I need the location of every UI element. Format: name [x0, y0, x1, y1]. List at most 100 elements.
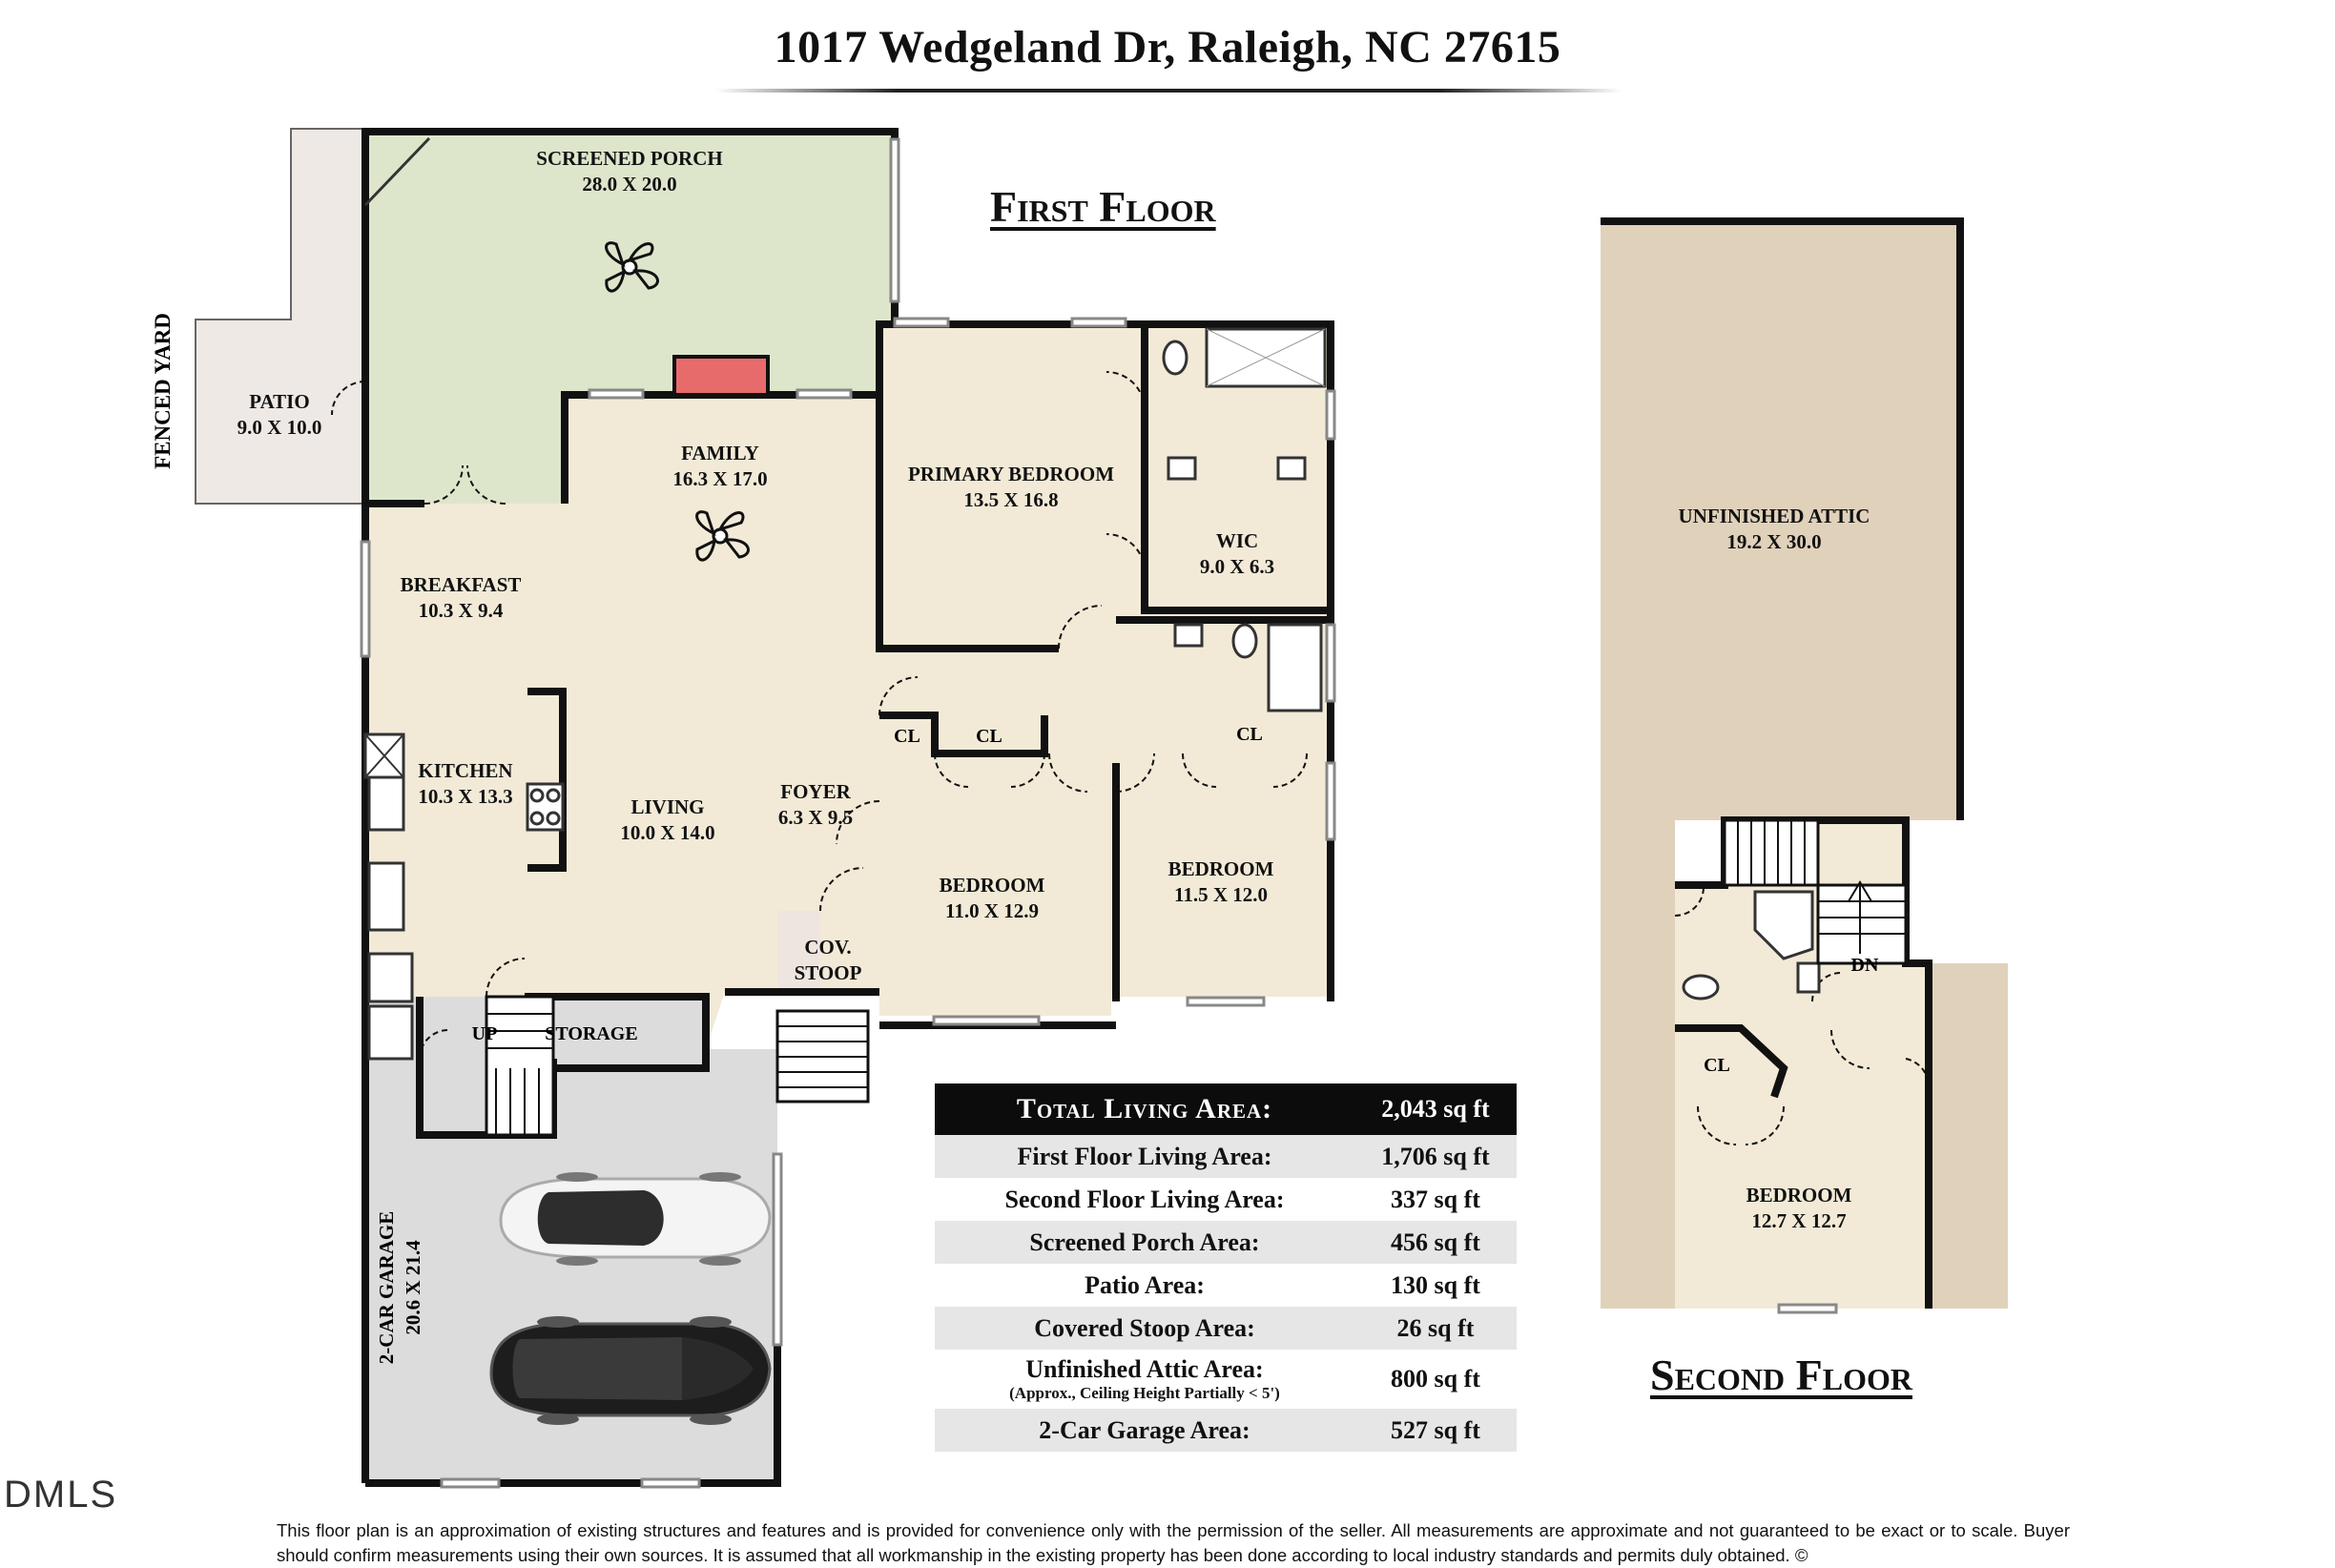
- window: [588, 388, 645, 400]
- screened-porch-fill: [365, 132, 895, 504]
- toilet-icon: [1231, 623, 1258, 659]
- car-icon: [499, 1172, 772, 1266]
- dryer-icon: [367, 1004, 414, 1061]
- area-label: Covered Stoop Area:: [935, 1307, 1354, 1350]
- area-row: First Floor Living Area: 1,706 sq ft: [935, 1135, 1517, 1178]
- room-dims: 13.5 X 16.8: [963, 488, 1058, 511]
- room-dims: 19.2 X 30.0: [1726, 530, 1821, 553]
- area-value: 337 sq ft: [1391, 1185, 1480, 1213]
- closet-label: CL: [1236, 724, 1263, 745]
- room-dims: 28.0 X 20.0: [582, 173, 676, 196]
- fireplace: [672, 355, 770, 397]
- fenced-yard-label: FENCED YARD: [151, 313, 175, 469]
- sink-icon: [1173, 623, 1204, 648]
- primary-bath-walls: [1141, 324, 1331, 614]
- window: [1186, 996, 1266, 1007]
- room-name: WIC: [1216, 529, 1258, 552]
- door-arc: [466, 464, 506, 505]
- door-arc: [1830, 1029, 1870, 1069]
- window: [889, 137, 900, 303]
- room-dims: STOOP: [795, 961, 862, 984]
- door-arc: [819, 867, 864, 912]
- door-arc: [1905, 1058, 1931, 1088]
- room-dims: 9.0 X 10.0: [238, 416, 322, 439]
- room-dims: 6.3 X 9.5: [778, 806, 853, 829]
- interior-fill: [365, 324, 1331, 1049]
- door-arc: [1106, 371, 1146, 411]
- closet-label: CL: [1704, 1055, 1730, 1076]
- room-name: FAMILY: [681, 442, 759, 464]
- stairs-down: [1816, 883, 1908, 965]
- corner-shower-icon: [1753, 890, 1814, 960]
- room-dims: 12.7 X 12.7: [1751, 1209, 1846, 1232]
- door-arc: [1048, 753, 1088, 793]
- room-name: UNFINISHED ATTIC: [1679, 505, 1870, 527]
- up-label: UP: [472, 1023, 498, 1044]
- area-value: 1,706 sq ft: [1354, 1135, 1517, 1178]
- window: [360, 540, 371, 658]
- area-label: 2-Car Garage Area:: [935, 1409, 1354, 1452]
- primary-bedroom-south: [876, 395, 1059, 652]
- sink-icon: [1276, 456, 1307, 481]
- room-dims: 10.3 X 9.4: [419, 599, 504, 622]
- room-name: BEDROOM: [1168, 857, 1274, 880]
- washer-icon: [367, 952, 414, 1003]
- door-arc: [1058, 605, 1103, 650]
- window: [932, 1015, 1041, 1026]
- bathtub-icon: [1267, 623, 1323, 712]
- area-row: Covered Stoop Area: 26 sq ft: [935, 1307, 1517, 1350]
- area-label: Unfinished Attic Area:: [1025, 1355, 1264, 1383]
- room-dims: 11.5 X 12.0: [1174, 883, 1268, 906]
- area-row: 2-Car Garage Area: 527 sq ft: [935, 1409, 1517, 1452]
- window: [440, 1477, 501, 1489]
- room-name: FOYER: [780, 780, 851, 803]
- door-arc: [1697, 1105, 1737, 1145]
- room-name: KITCHEN: [418, 759, 512, 782]
- room-name: PRIMARY BEDROOM: [908, 463, 1114, 485]
- stairs-up: [485, 995, 555, 1137]
- area-row: Patio Area: 130 sq ft: [935, 1264, 1517, 1307]
- door-arc: [1115, 753, 1155, 793]
- toilet-icon: [1682, 974, 1720, 1001]
- down-label: DN: [1851, 955, 1879, 976]
- area-summary-table: Total Living Area: 2,043 sq ft First Flo…: [935, 1083, 1517, 1452]
- area-label: Patio Area:: [1085, 1270, 1205, 1299]
- door-arc: [424, 464, 464, 505]
- room-name: LIVING: [630, 795, 704, 818]
- room-dims: 10.0 X 14.0: [620, 821, 714, 844]
- window: [893, 317, 950, 328]
- covered-stoop-fill: [777, 911, 820, 992]
- page-title: 1017 Wedgeland Dr, Raleigh, NC 27615: [774, 22, 1561, 72]
- windows: [360, 137, 1838, 1489]
- storage-walls: [525, 993, 710, 1072]
- area-value: 2,043 sq ft: [1354, 1083, 1517, 1135]
- patio-fill: [195, 128, 366, 505]
- area-value: 26 sq ft: [1354, 1307, 1517, 1350]
- small-labels: CL CL CL CL UP STORAGE DN: [472, 724, 1879, 1076]
- room-dims: 9.0 X 6.3: [1200, 555, 1274, 578]
- attic-side-fill: [1929, 963, 2008, 1309]
- area-value: 800 sq ft: [1391, 1365, 1480, 1393]
- stairs: [485, 818, 1908, 1137]
- sink-icon: [367, 775, 405, 832]
- door-swings: [331, 371, 1931, 1145]
- door-arc: [1674, 886, 1705, 917]
- bath-fixtures: [1162, 327, 1821, 1001]
- door-arc: [1106, 533, 1146, 573]
- toilet-icon: [1162, 340, 1188, 376]
- window: [1325, 623, 1336, 703]
- area-note: (Approx., Ceiling Height Partially < 5'): [1009, 1384, 1280, 1402]
- room-name: COV.: [804, 936, 851, 959]
- area-row: Screened Porch Area: 456 sq ft: [935, 1221, 1517, 1264]
- first-floor-title: First Floor: [990, 182, 1216, 231]
- area-label-cell: Unfinished Attic Area: (Approx., Ceiling…: [935, 1350, 1354, 1409]
- car-icon: [489, 1316, 772, 1425]
- title-underline: [715, 89, 1622, 93]
- door-arc: [836, 800, 880, 845]
- attic-walls: [1601, 217, 1964, 820]
- area-row-total: Total Living Area: 2,043 sq ft: [935, 1083, 1517, 1135]
- area-row: Second Floor Living Area: 337 sq ft: [935, 1178, 1517, 1221]
- door-arc: [419, 1029, 449, 1060]
